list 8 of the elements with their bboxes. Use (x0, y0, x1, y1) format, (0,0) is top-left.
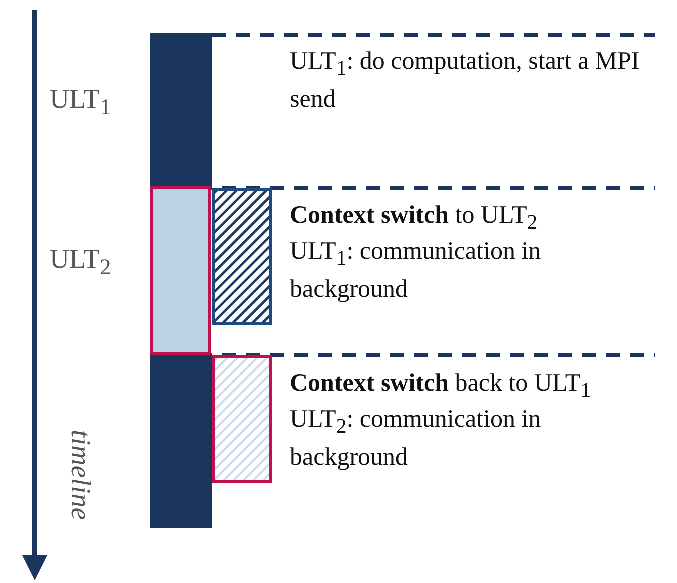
axis-label: timeline (65, 430, 96, 520)
step-description: ULT$_{1}$: communication in background (290, 237, 542, 305)
step-description: Context switch to ULT$_{2}$ (290, 201, 539, 236)
thread-label: ULT$_{1}$ (50, 84, 112, 122)
thread-label: ULT$_{2}$ (50, 244, 112, 282)
step-description: Context switch back to ULT$_{1}$ (290, 369, 592, 404)
step-description: ULT$_{1}$: do computation, start a MPI send (290, 47, 641, 115)
step-description: ULT$_{2}$: communication in background (290, 405, 542, 473)
